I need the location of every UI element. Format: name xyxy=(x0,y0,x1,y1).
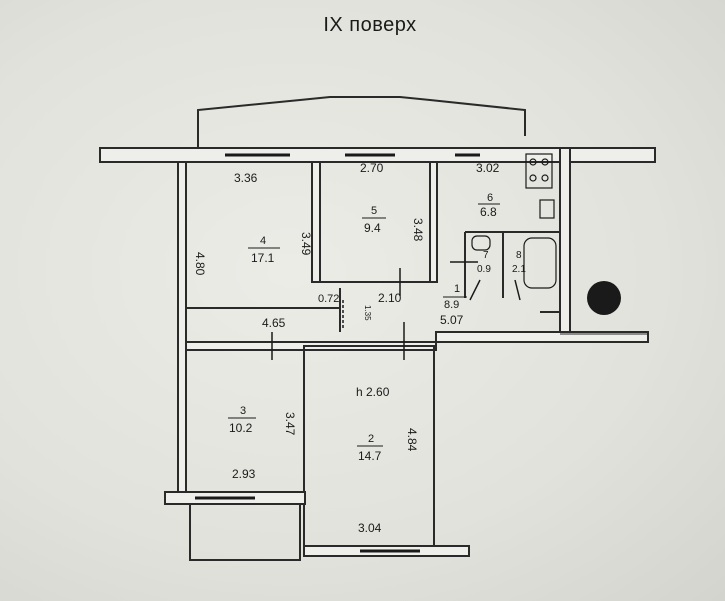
room-4-depth: 3.49 xyxy=(299,232,313,256)
room-2-height: h 2.60 xyxy=(356,385,390,399)
room-3-depth: 3.47 xyxy=(283,412,297,436)
kitchen-fixtures xyxy=(471,153,557,289)
walls xyxy=(99,96,656,561)
room-3-width: 2.93 xyxy=(232,467,256,481)
doors xyxy=(271,261,521,360)
room-3-number: 3 xyxy=(240,405,246,417)
labels: 3.36 4 17.1 3.49 4.80 4.65 2.70 5 9.4 3.… xyxy=(193,161,526,535)
door-7-swing xyxy=(469,279,481,301)
room-1-number: 1 xyxy=(454,283,460,295)
room-2-area: 14.7 xyxy=(358,449,382,463)
room-8-number: 8 xyxy=(516,250,522,261)
corridor-width: 2.10 xyxy=(378,291,402,305)
room-1-depth: 5.07 xyxy=(440,313,464,327)
burner-3 xyxy=(529,174,537,182)
room-3-area: 10.2 xyxy=(229,421,253,435)
room-4-width: 3.36 xyxy=(234,171,258,185)
room-5-width: 2.70 xyxy=(360,161,384,175)
room-2-depth: 4.84 xyxy=(405,428,419,452)
corridor-side: 1.35 xyxy=(363,305,372,321)
room-7-area: 0.9 xyxy=(477,264,491,275)
right-exterior-wall xyxy=(559,147,571,334)
floor-title: IX поверх xyxy=(323,14,417,36)
room-2-width: 3.04 xyxy=(358,521,382,535)
room-2-number: 2 xyxy=(368,433,374,445)
wall-5-6 xyxy=(429,161,438,283)
room-5-area: 9.4 xyxy=(364,221,381,235)
burner-1 xyxy=(529,158,537,166)
stove xyxy=(525,153,553,189)
wall-4-5 xyxy=(311,161,321,283)
room-6-number: 6 xyxy=(487,192,493,204)
room-8-area: 2.1 xyxy=(512,264,526,275)
room-7-number: 7 xyxy=(483,250,489,261)
bathtub xyxy=(523,237,557,289)
windows xyxy=(195,153,480,553)
door-8-swing xyxy=(514,279,521,301)
marker-dot xyxy=(587,281,621,315)
sink xyxy=(539,199,555,219)
top-loggia xyxy=(197,96,526,148)
room-4-side: 4.80 xyxy=(193,252,207,276)
left-exterior-wall xyxy=(177,161,187,493)
room-5-number: 5 xyxy=(371,205,377,217)
burner-2 xyxy=(541,158,549,166)
room-4-number: 4 xyxy=(260,235,266,247)
burner-4 xyxy=(541,174,549,182)
room-1-area: 8.9 xyxy=(444,299,459,311)
room-6-width: 3.02 xyxy=(476,161,500,175)
toilet xyxy=(471,235,491,251)
room-4-bottom: 4.65 xyxy=(262,316,286,330)
room-6-area: 6.8 xyxy=(480,205,497,219)
right-corridor-wall xyxy=(435,331,649,343)
room-5-depth: 3.48 xyxy=(411,218,425,242)
corridor-extra: 0.72 xyxy=(318,293,339,305)
room-4-area: 17.1 xyxy=(251,251,275,265)
balcony-left xyxy=(189,504,301,561)
